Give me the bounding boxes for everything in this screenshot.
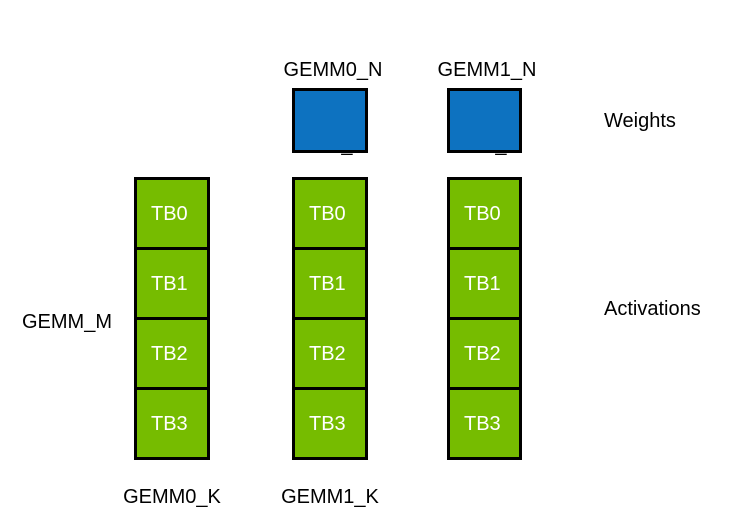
activation-cell-label: TB1 [464,272,501,295]
activations-column-1: TB0 TB1 TB2 TB3 [292,177,368,460]
activation-cell-label: TB2 [464,342,501,365]
activation-cell: TB2 [447,317,522,390]
activation-cell-label: TB3 [309,412,346,435]
activations-column-0: TB0 TB1 TB2 TB3 [134,177,210,460]
bottom-label-gemm1-k: GEMM1_K [281,486,379,508]
activation-cell: TB3 [447,387,522,460]
activation-cell-label: TB2 [309,342,346,365]
activation-cell: TB2 [292,317,368,390]
activation-cell-label: TB1 [309,272,346,295]
activation-cell: TB3 [292,387,368,460]
activation-cell: TB1 [447,247,522,320]
activations-column-2: TB0 TB1 TB2 TB3 [447,177,522,460]
activation-cell-label: TB0 [464,202,501,225]
activation-cell: TB0 [447,177,522,250]
side-label-gemm-m: GEMM_M [22,311,112,333]
column-header-gemm1-n-line1: GEMM1_N [437,59,537,81]
activation-cell-label: TB0 [151,202,188,225]
activation-cell: TB2 [134,317,210,390]
activation-cell-label: TB2 [151,342,188,365]
activation-cell: TB1 [292,247,368,320]
activation-cell-label: TB3 [151,412,188,435]
activation-cell: TB0 [292,177,368,250]
bottom-label-gemm0-k: GEMM0_K [123,486,221,508]
column-header-gemm0-n-line1: GEMM0_N [283,59,383,81]
row-label-activations: Activations [604,298,701,320]
activation-cell-label: TB1 [151,272,188,295]
activation-cell-label: TB3 [464,412,501,435]
row-label-weights: Weights [604,110,676,132]
activation-cell: TB1 [134,247,210,320]
weight-tile-gemm1 [447,88,522,153]
activation-cell: TB0 [134,177,210,250]
activation-cell-label: TB0 [309,202,346,225]
weight-tile-gemm0 [292,88,368,153]
activation-cell: TB3 [134,387,210,460]
